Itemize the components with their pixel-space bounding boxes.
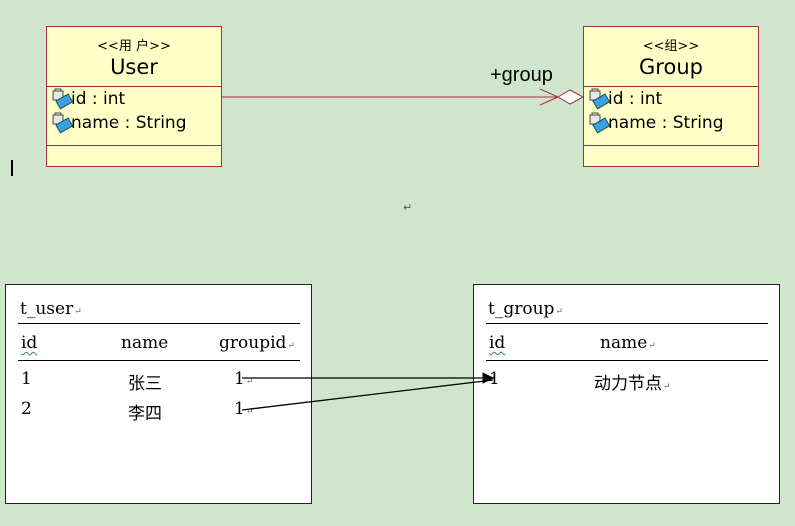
group-attribute-name-text: name : String [608, 113, 724, 133]
group-attribute-id-text: id : int [608, 89, 663, 109]
group-attribute-id: id : int [588, 88, 662, 110]
t-user-row1-groupid: 1↵ [234, 369, 254, 389]
private-attribute-icon [52, 112, 73, 134]
t-user-header-name: name [121, 333, 169, 353]
user-class[interactable]: <<用 户>> User id : int name : String [46, 26, 222, 167]
private-attribute-icon [589, 88, 610, 110]
t-group-row1-name: 动力节点↵ [594, 374, 671, 394]
t-group-header-name: name↵ [600, 333, 656, 353]
private-attribute-icon [589, 112, 610, 134]
t-group-header-id: id [489, 333, 506, 353]
user-class-attributes: id : int name : String [47, 87, 221, 146]
t-user-row2-name: 李四 [128, 404, 162, 424]
association-role-label: +group [490, 64, 553, 86]
group-class-name: Group [639, 55, 703, 79]
t-user-title: t_user↵ [20, 299, 82, 319]
group-attribute-name: name : String [588, 112, 723, 134]
aggregation-diamond [557, 89, 585, 105]
t-user-row1-id: 1 [21, 369, 32, 389]
user-class-stereotype: <<用 户>> [97, 39, 171, 54]
user-class-header: <<用 户>> User [47, 27, 221, 87]
group-class-header: <<组>> Group [584, 27, 758, 87]
t-user-header-id: id [21, 333, 38, 353]
user-attribute-id-text: id : int [71, 89, 126, 109]
t-user-title-rule [18, 323, 300, 324]
group-class-attributes: id : int name : String [584, 87, 758, 146]
t-group-header-rule [486, 360, 768, 361]
t-user-row2-id: 2 [21, 399, 32, 419]
user-class-name: User [110, 55, 158, 79]
t-user-row2-groupid: 1↵ [234, 399, 254, 419]
user-attribute-name-text: name : String [71, 113, 187, 133]
t-group-title: t_group↵ [488, 299, 563, 319]
t-group-row1-id: 1 [489, 369, 500, 389]
group-class-stereotype: <<组>> [642, 39, 700, 54]
t-user-row1-name: 张三 [128, 374, 162, 394]
group-class[interactable]: <<组>> Group id : int name : String [583, 26, 759, 167]
t-group-title-rule [486, 323, 768, 324]
user-attribute-id: id : int [51, 88, 125, 110]
t-user-header-rule [18, 360, 300, 361]
t-user-table[interactable]: t_user↵ id name groupid↵ 1 张三 1↵ 2 李四 1↵ [5, 284, 312, 504]
text-cursor [11, 160, 13, 176]
t-user-header-groupid: groupid↵ [219, 333, 295, 353]
foreign-key-arrow-row2 [241, 379, 494, 411]
user-attribute-name: name : String [51, 112, 186, 134]
private-attribute-icon [52, 88, 73, 110]
t-group-table[interactable]: t_group↵ id name↵ 1 动力节点↵ [473, 284, 780, 504]
paragraph-mark: ↵ [403, 201, 413, 214]
